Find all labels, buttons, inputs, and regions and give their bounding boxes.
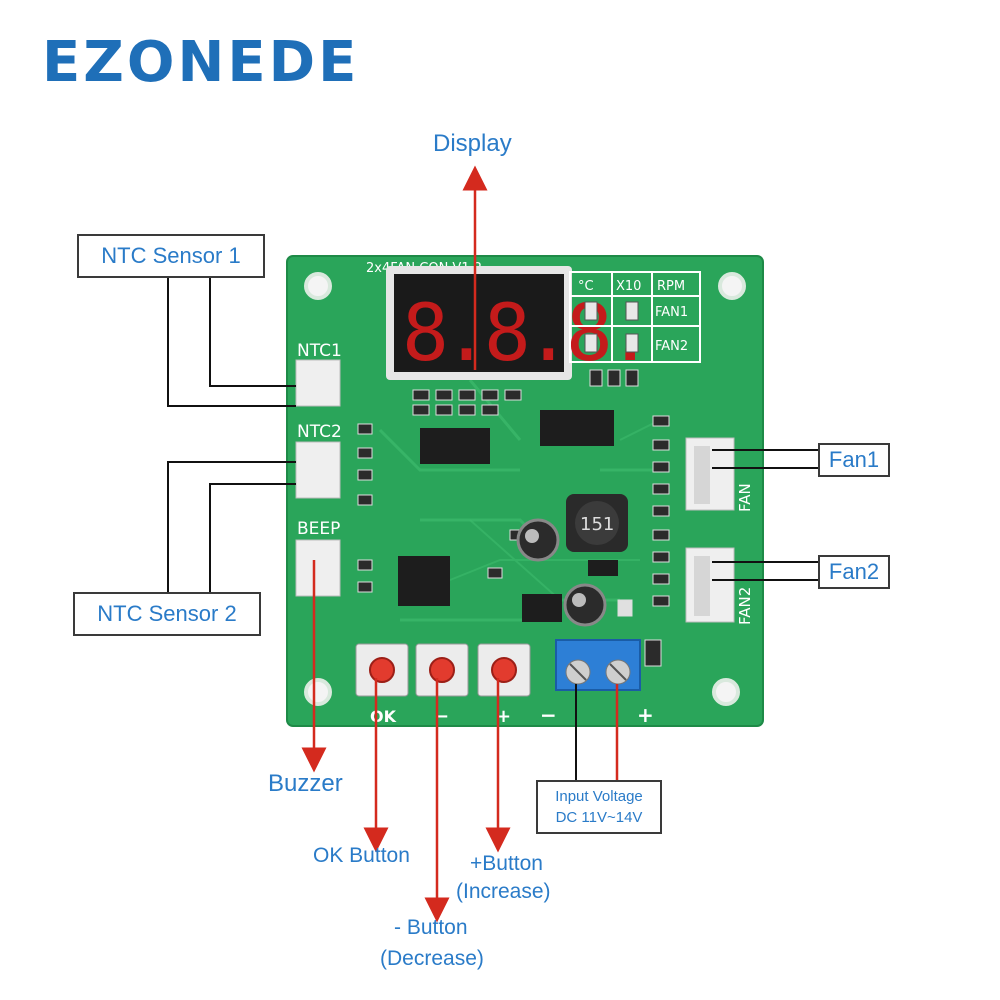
ok-silk: OK — [370, 707, 397, 726]
legend-fan1: FAN1 — [655, 305, 688, 320]
plus-button-sublabel: (Increase) — [456, 880, 551, 903]
display-label: Display — [433, 130, 512, 157]
minus-button-switch[interactable] — [415, 643, 469, 697]
connectors — [295, 359, 735, 623]
ic-chips — [398, 410, 618, 622]
power-terminal — [555, 639, 641, 691]
beep-silk: BEEP — [297, 519, 340, 539]
inductor: 151 — [566, 494, 628, 552]
fan2-silk: FAN2 — [736, 587, 754, 625]
seven-segment-display: 8.8.8. — [386, 266, 654, 380]
ntc-sensor-1-box: NTC Sensor 1 — [77, 234, 265, 278]
minus-button-label: - Button — [394, 916, 468, 939]
ntc2-silk: NTC2 — [297, 422, 342, 442]
inductor-label: 151 — [580, 514, 614, 535]
indicator-legend: °C X10 RPM FAN1 FAN2 — [569, 271, 701, 363]
legend-x10: X10 — [616, 279, 641, 294]
ntc-sensor-1-label: NTC Sensor 1 — [101, 243, 241, 268]
callout-wires — [167, 278, 820, 780]
fan1-label: Fan1 — [828, 447, 880, 472]
fan2-box: Fan2 — [818, 555, 890, 589]
legend-fan2: FAN2 — [655, 339, 688, 354]
plus-button-label: +Button — [470, 852, 543, 875]
buzzer-label: Buzzer — [268, 770, 343, 797]
fan1-box: Fan1 — [818, 443, 890, 477]
brand-logo: EZONEDE — [42, 30, 360, 95]
ok-button-switch[interactable] — [355, 643, 409, 697]
input-voltage-label: Input Voltage — [555, 788, 643, 805]
input-voltage-range: DC 11V~14V — [555, 809, 643, 826]
ok-button-label: OK Button — [313, 844, 410, 867]
ntc1-silk: NTC1 — [297, 341, 342, 361]
input-voltage-box: Input Voltage DC 11V~14V — [536, 780, 662, 834]
smd-components — [357, 369, 670, 667]
legend-rpm: RPM — [657, 279, 685, 294]
ntc-sensor-2-box: NTC Sensor 2 — [73, 592, 261, 636]
display-digits: 8.8.8. — [402, 289, 648, 379]
minus-button-sublabel: (Decrease) — [380, 947, 484, 970]
terminal-plus-silk: + — [637, 703, 654, 727]
capacitors — [516, 518, 607, 627]
terminal-minus-silk: − — [540, 703, 557, 727]
plus-button-switch[interactable] — [477, 643, 531, 697]
ntc-sensor-2-label: NTC Sensor 2 — [97, 601, 237, 626]
callout-arrows — [301, 165, 619, 923]
legend-celsius: °C — [578, 279, 594, 294]
fan2-label: Fan2 — [828, 559, 880, 584]
plus-silk: + — [496, 706, 511, 727]
fan-silk: FAN — [736, 483, 754, 512]
